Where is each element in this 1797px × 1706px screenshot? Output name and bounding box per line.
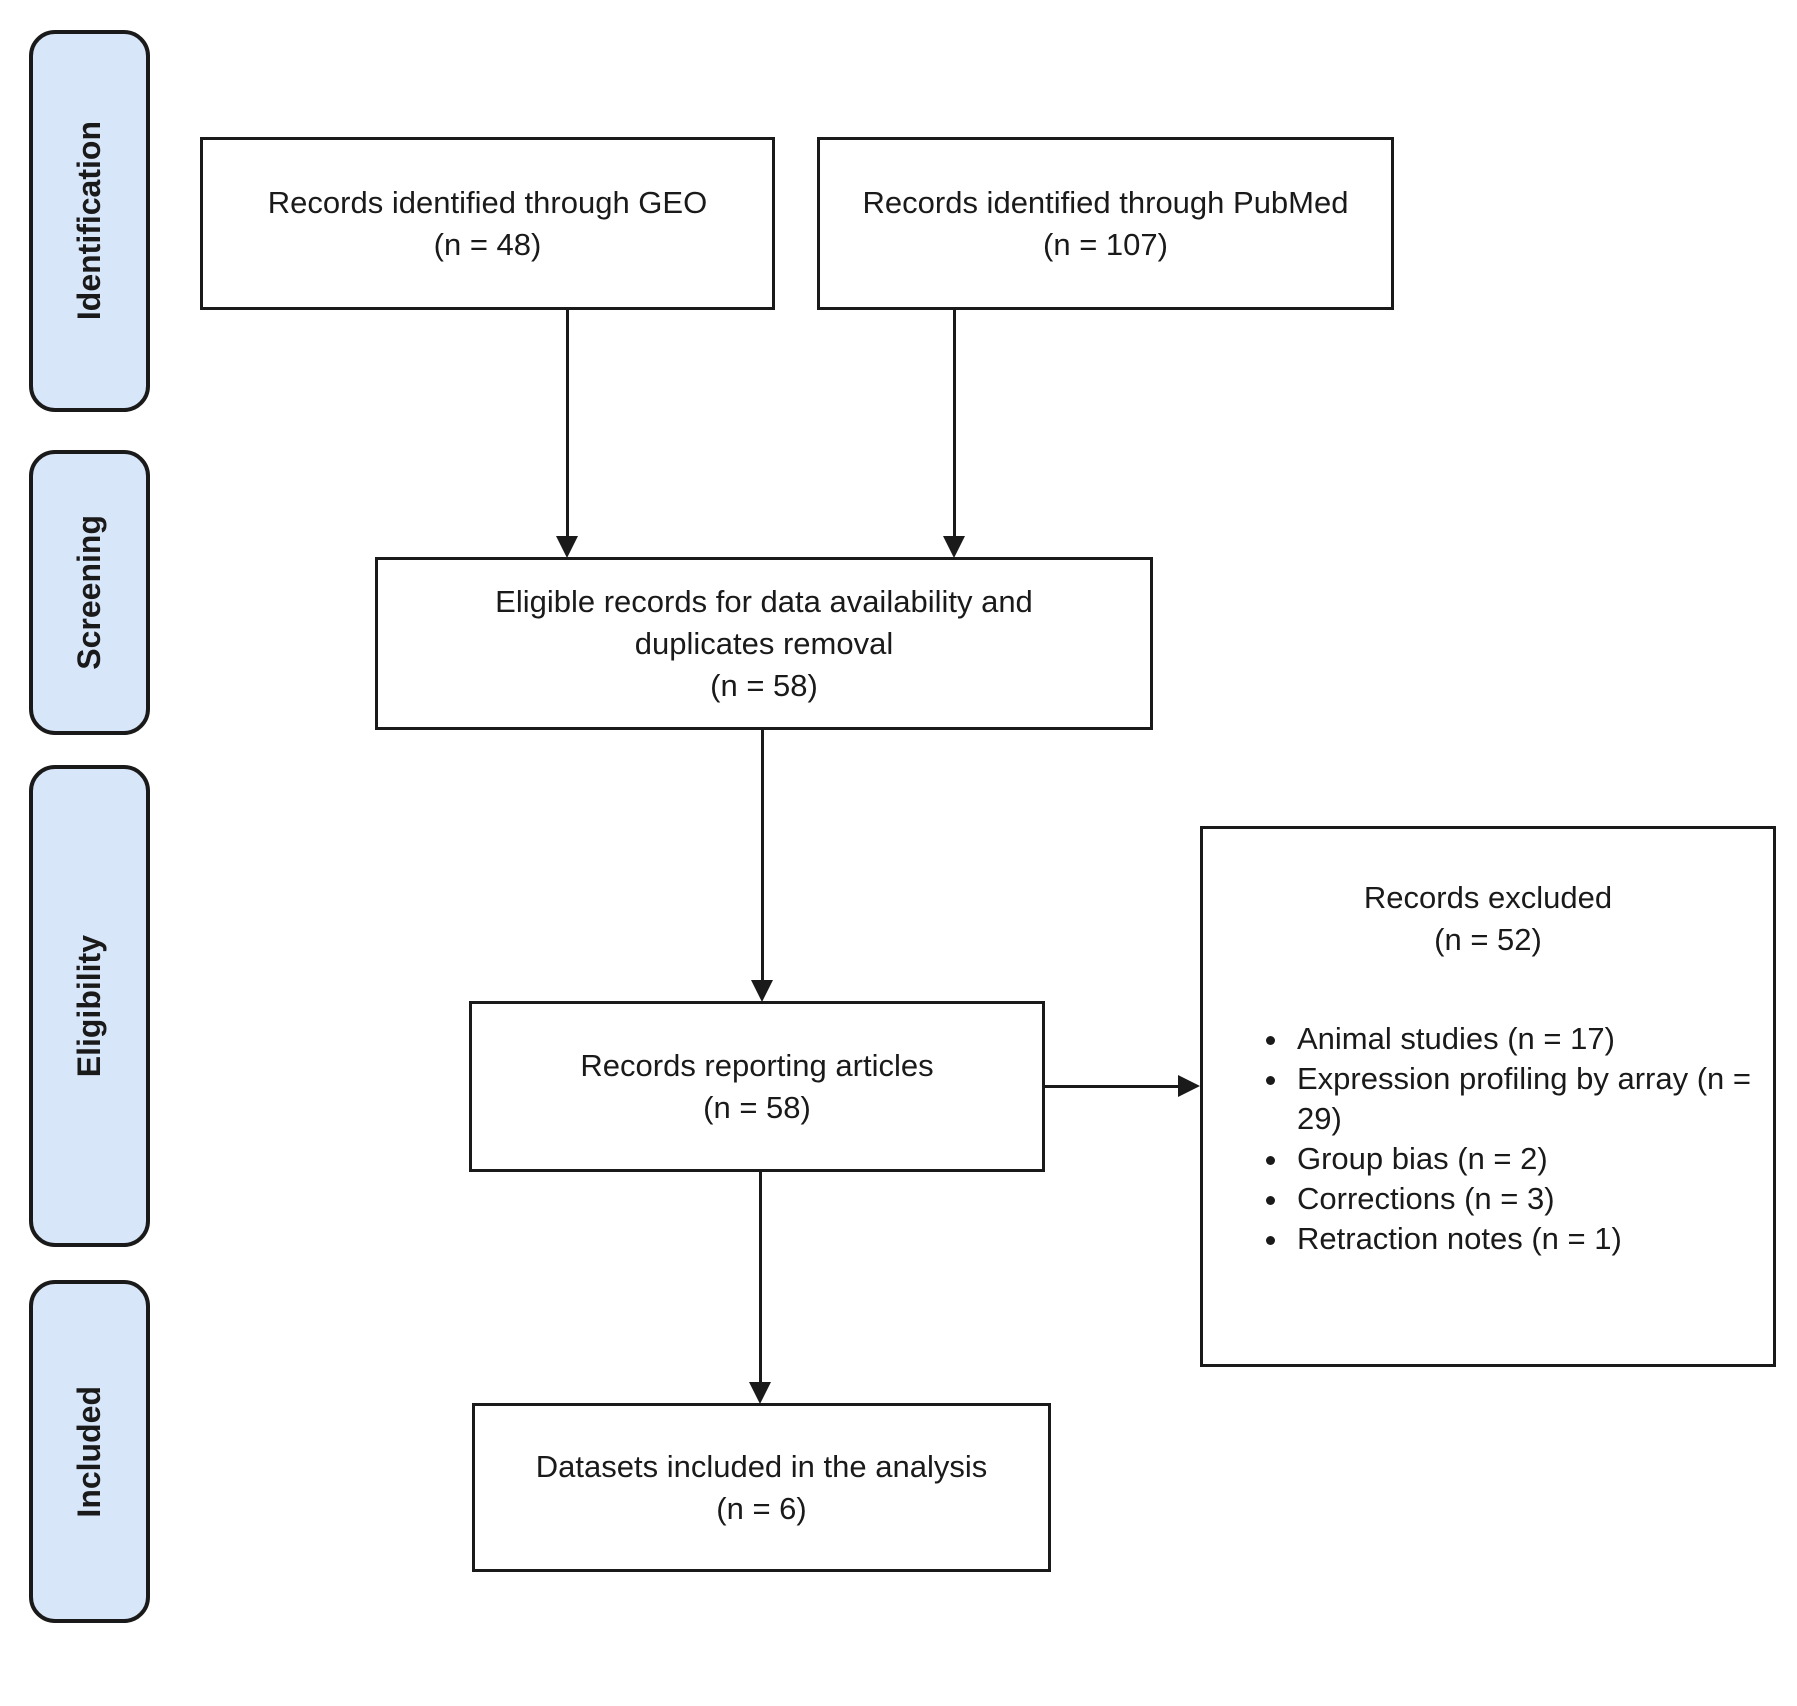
box-records-identified-geo: Records identified through GEO (n = 48) — [200, 137, 775, 310]
box-geo-line1: Records identified through GEO — [267, 184, 708, 220]
stage-label-included: Included — [71, 1385, 107, 1518]
arrow-pubmed-head-icon — [943, 536, 965, 558]
box-reporting-line1: Records reporting articles — [580, 1047, 934, 1083]
arrow-excluded-line — [1045, 1085, 1180, 1088]
arrow-eligible-line — [761, 730, 764, 983]
box-eligible-line1: Eligible records for data availability a… — [495, 583, 1033, 619]
box-pubmed-count: (n = 107) — [1043, 226, 1168, 262]
excluded-bullet-animal-studies: Animal studies (n = 17) — [1291, 1019, 1753, 1059]
arrow-geo-head-icon — [556, 536, 578, 558]
arrow-excluded-head-icon — [1178, 1075, 1200, 1097]
box-geo-count: (n = 48) — [433, 226, 542, 262]
excluded-title: Records excluded (n = 52) — [1364, 877, 1612, 961]
box-datasets-included: Datasets included in the analysis (n = 6… — [472, 1403, 1051, 1572]
excluded-bullet-group-bias: Group bias (n = 2) — [1291, 1139, 1753, 1179]
stage-band-screening: Screening — [29, 450, 150, 735]
box-datasets-count: (n = 6) — [716, 1490, 807, 1526]
arrow-eligible-head-icon — [751, 980, 773, 1002]
box-eligible-records: Eligible records for data availability a… — [375, 557, 1153, 730]
excluded-bullet-retraction-notes: Retraction notes (n = 1) — [1291, 1219, 1753, 1259]
stage-band-identification: Identification — [29, 30, 150, 412]
arrow-datasets-head-icon — [749, 1382, 771, 1404]
arrow-datasets-line — [759, 1172, 762, 1383]
box-records-reporting-articles: Records reporting articles (n = 58) — [469, 1001, 1045, 1172]
excluded-bullet-expression-profiling: Expression profiling by array (n = 29) — [1291, 1059, 1753, 1139]
stage-label-screening: Screening — [71, 515, 107, 670]
box-eligible-line2: duplicates removal — [634, 625, 894, 661]
excluded-reasons-list: Animal studies (n = 17) Expression profi… — [1203, 1019, 1773, 1259]
stage-label-eligibility: Eligibility — [71, 934, 107, 1078]
stage-band-included: Included — [29, 1280, 150, 1623]
box-records-excluded: Records excluded (n = 52) Animal studies… — [1200, 826, 1776, 1367]
box-pubmed-line1: Records identified through PubMed — [862, 184, 1349, 220]
excluded-title-count: (n = 52) — [1434, 922, 1542, 957]
box-records-identified-pubmed: Records identified through PubMed (n = 1… — [817, 137, 1394, 310]
excluded-bullet-corrections: Corrections (n = 3) — [1291, 1179, 1753, 1219]
excluded-title-line1: Records excluded — [1363, 880, 1613, 915]
arrow-pubmed-line — [953, 310, 956, 539]
box-eligible-count: (n = 58) — [710, 667, 818, 703]
box-reporting-count: (n = 58) — [703, 1089, 811, 1125]
box-datasets-line1: Datasets included in the analysis — [535, 1448, 988, 1484]
stage-band-eligibility: Eligibility — [29, 765, 150, 1247]
arrow-geo-line — [566, 310, 569, 539]
stage-label-identification: Identification — [71, 121, 107, 321]
